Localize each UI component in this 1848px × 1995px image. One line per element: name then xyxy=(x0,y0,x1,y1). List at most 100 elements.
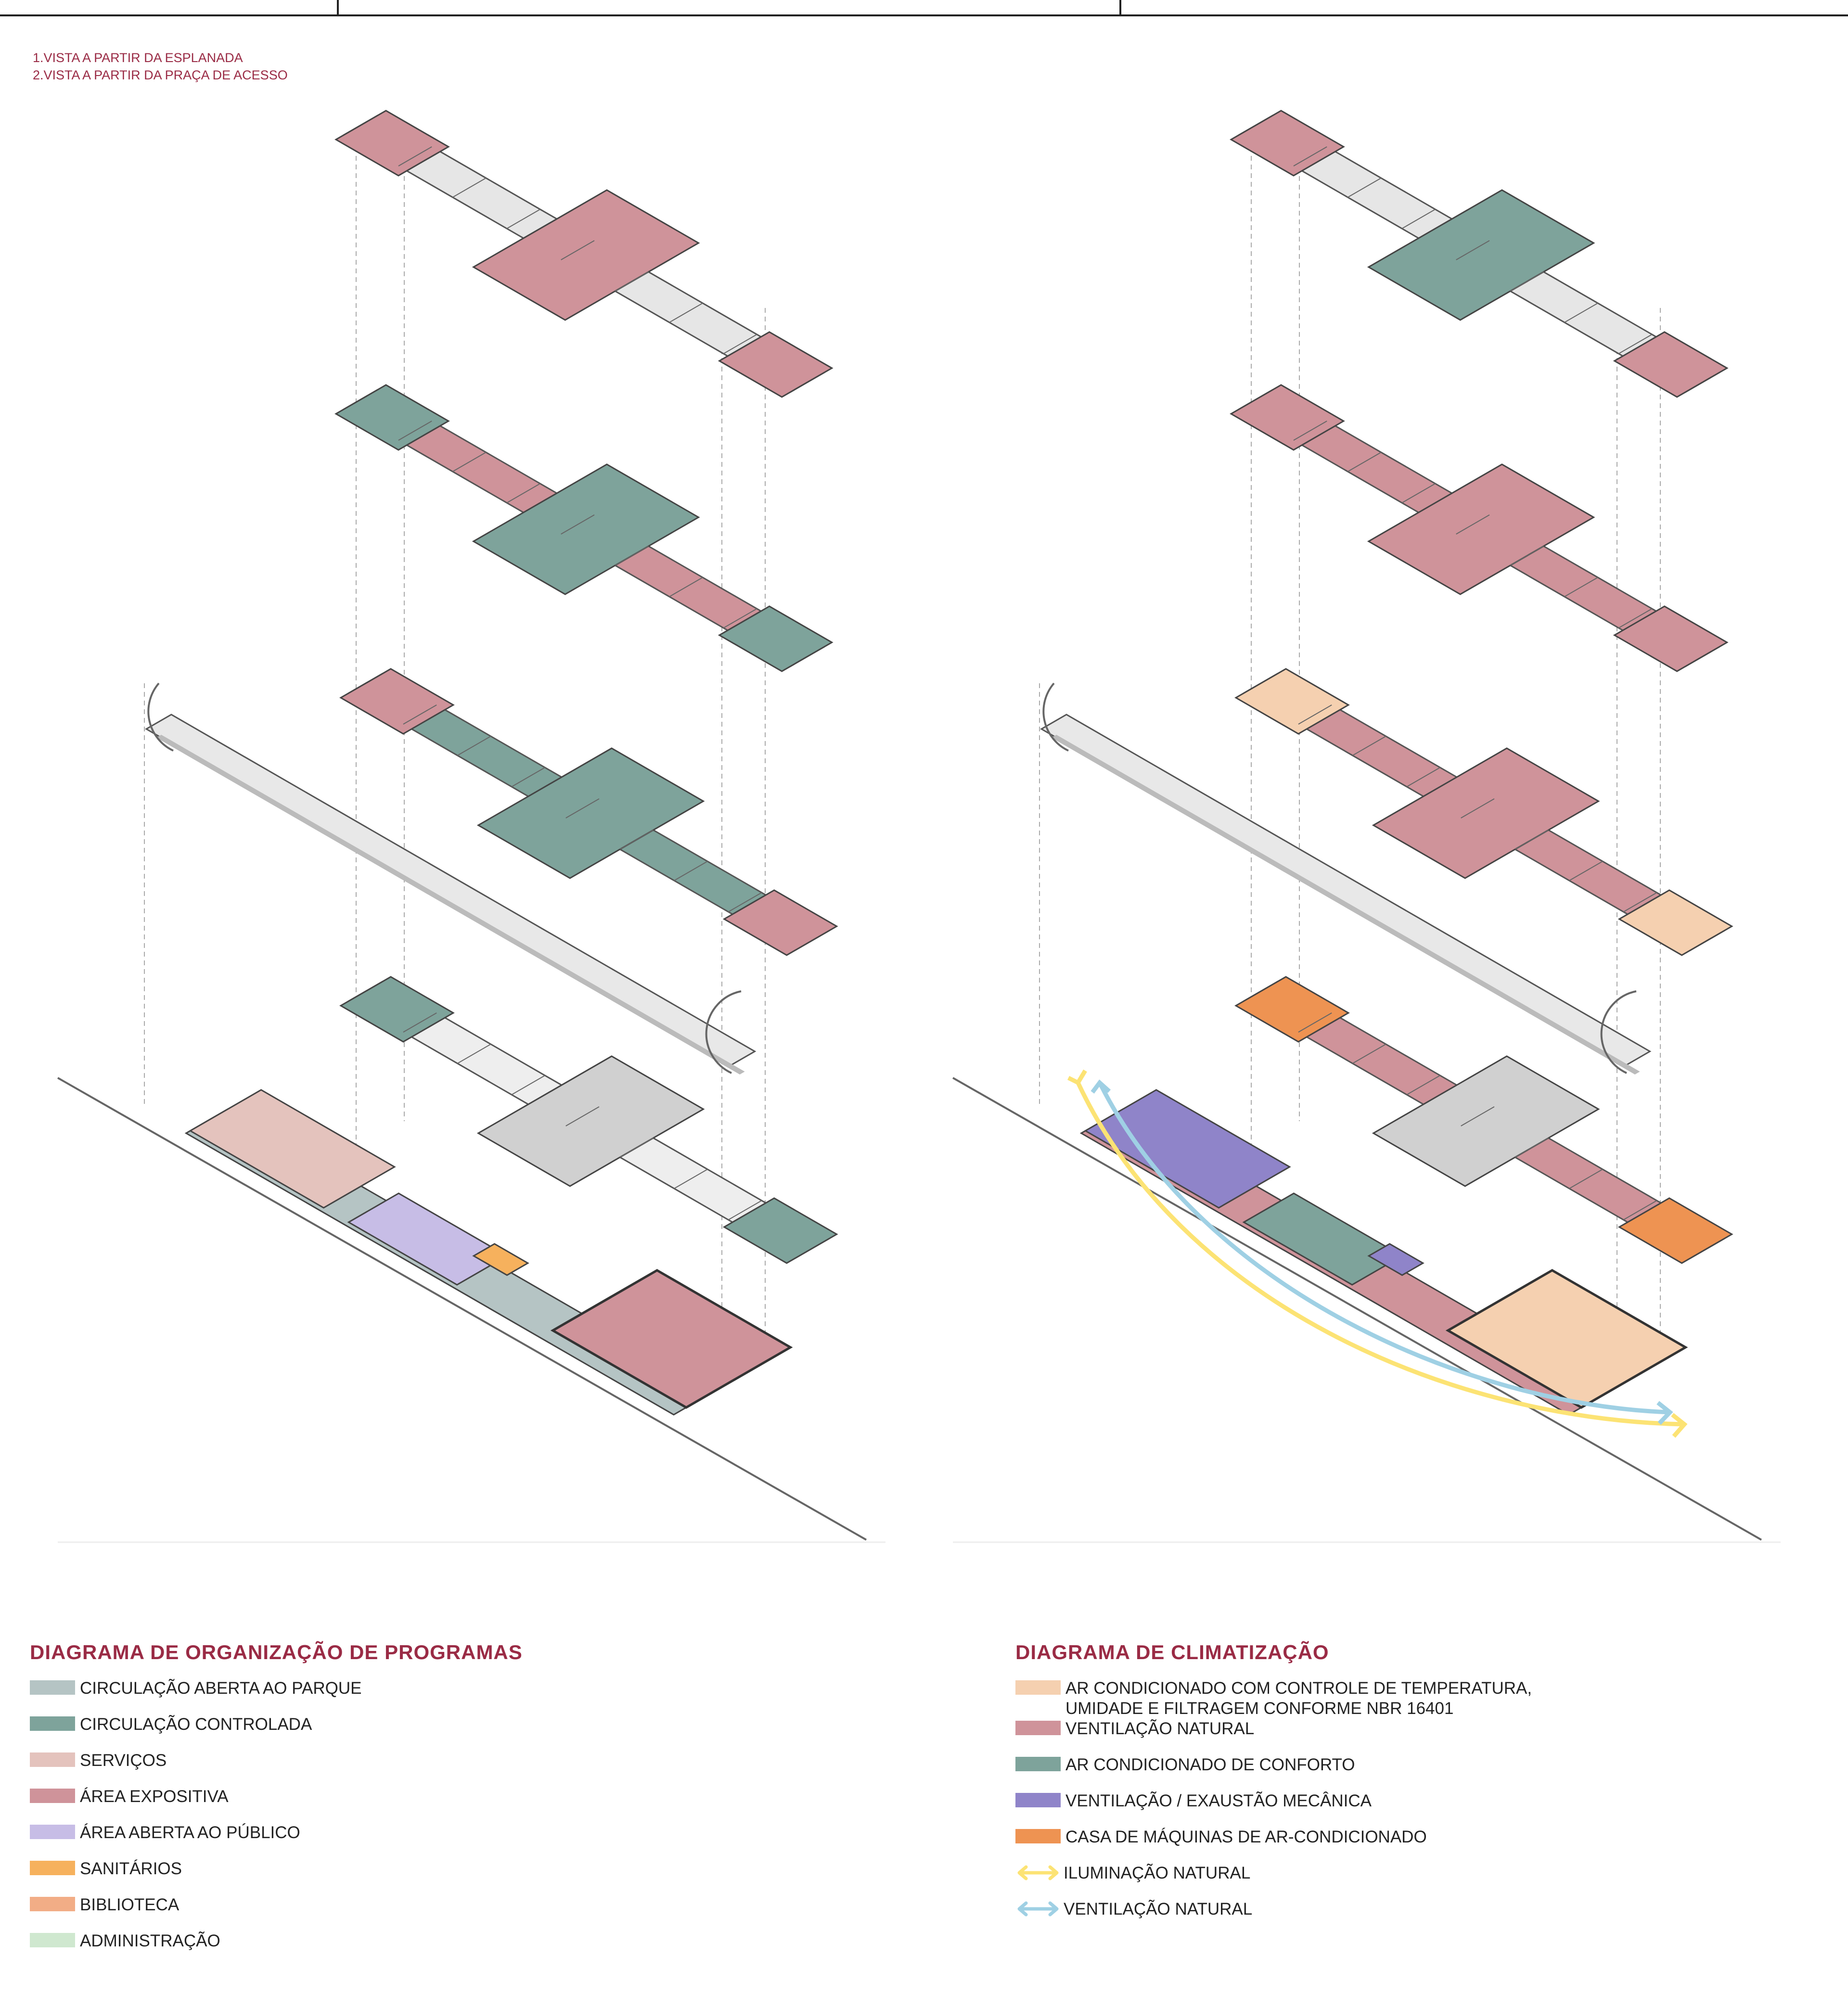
airflow-arrows xyxy=(1067,1069,1688,1438)
basement-services xyxy=(189,1089,396,1209)
legend-swatch xyxy=(30,1680,75,1695)
room-divider xyxy=(1618,608,1653,628)
room-divider xyxy=(1514,1138,1549,1158)
programs-axonometric xyxy=(57,110,886,1543)
esplanade-edge xyxy=(1051,735,1640,1074)
room-divider xyxy=(1569,1169,1603,1189)
room-divider xyxy=(457,736,491,756)
floor-pavilion xyxy=(722,889,838,956)
legend-swatch xyxy=(30,1716,75,1731)
floor-pavilion xyxy=(1613,605,1729,672)
room-divider xyxy=(561,514,595,535)
axonometric-drawings xyxy=(57,110,1781,1543)
room-divider xyxy=(452,452,487,472)
floor-pavilion xyxy=(1234,668,1350,735)
room-divider xyxy=(619,830,654,850)
room-divider xyxy=(506,209,540,229)
curved-stair xyxy=(1042,682,1069,752)
legend-item: SERVIÇOS xyxy=(30,1751,523,1787)
room-divider xyxy=(1401,483,1436,503)
room-divider xyxy=(1510,546,1544,566)
legend-title: DIAGRAMA DE CLIMATIZAÇÃO xyxy=(1015,1641,1329,1663)
legend-label: VENTILAÇÃO NATURAL xyxy=(1065,1719,1255,1738)
floor-pavilion xyxy=(1613,331,1729,398)
esplanade-edge xyxy=(156,735,745,1074)
room-divider xyxy=(457,1044,491,1064)
legend-item: CASA DE MÁQUINAS DE AR-CONDICIONADO xyxy=(1015,1827,1532,1863)
room-divider xyxy=(1514,830,1549,850)
legend-swatch xyxy=(30,1897,75,1911)
basement-sanitary xyxy=(472,1243,529,1276)
climate-axonometric xyxy=(952,110,1781,1543)
legend-swatch xyxy=(1015,1721,1061,1735)
room-divider xyxy=(1510,271,1544,292)
header-divider xyxy=(1119,0,1121,14)
header-divider xyxy=(337,0,339,14)
legend-item: ADMINISTRAÇÃO xyxy=(30,1931,523,1967)
legend-label: AR CONDICIONADO COM CONTROLE DE TEMPERAT… xyxy=(1065,1679,1532,1718)
header-rule xyxy=(0,0,1848,16)
legend-item: ÁREA ABERTA AO PÚBLICO xyxy=(30,1823,523,1859)
room-divider xyxy=(1618,334,1653,354)
legend-swatch xyxy=(1015,1680,1061,1695)
room-divider xyxy=(565,798,600,818)
floor-center-block xyxy=(476,747,705,879)
floor-center-block xyxy=(472,189,700,321)
legend-programs: DIAGRAMA DE ORGANIZAÇÃO DE PROGRAMAS CIR… xyxy=(30,1641,523,1967)
legend-label: ÁREA EXPOSITIVA xyxy=(80,1787,229,1806)
legend-label: CASA DE MÁQUINAS DE AR-CONDICIONADO xyxy=(1065,1828,1427,1846)
room-divider xyxy=(1461,1106,1495,1126)
legend-item: VENTILAÇÃO / EXAUSTÃO MECÂNICA xyxy=(1015,1791,1532,1827)
floor-pavilion xyxy=(339,668,455,735)
arrow-head xyxy=(1091,1079,1111,1094)
legend-label: CIRCULAÇÃO CONTROLADA xyxy=(80,1715,312,1734)
room-divider xyxy=(1406,767,1440,787)
floor-center-block xyxy=(1367,189,1595,321)
double-arrow-icon xyxy=(1017,1865,1059,1880)
legend-title: DIAGRAMA DE ORGANIZAÇÃO DE PROGRAMAS xyxy=(30,1641,523,1663)
legend-label: SANITÁRIOS xyxy=(80,1859,182,1878)
legend-swatch xyxy=(30,1825,75,1839)
floor-pavilion xyxy=(1230,384,1345,451)
room-divider xyxy=(1348,452,1382,472)
legend-label: ILUMINAÇÃO NATURAL xyxy=(1064,1864,1251,1882)
legend-label: VENTILAÇÃO NATURAL xyxy=(1064,1900,1253,1918)
arrow-head xyxy=(1671,1413,1688,1438)
room-divider xyxy=(1623,1200,1657,1220)
room-divider xyxy=(1293,421,1327,441)
room-divider xyxy=(561,240,595,260)
ground-line xyxy=(57,1077,867,1541)
room-divider xyxy=(1456,514,1490,535)
room-divider xyxy=(511,1075,545,1095)
room-divider xyxy=(398,146,432,166)
room-divider xyxy=(723,334,757,354)
floor-pavilion xyxy=(1230,110,1345,177)
arrow-head xyxy=(1656,1401,1673,1425)
legend-item: SANITÁRIOS xyxy=(30,1859,523,1895)
room-divider xyxy=(674,861,708,881)
room-divider xyxy=(452,178,487,198)
room-divider xyxy=(615,271,649,292)
curved-stair xyxy=(1600,990,1637,1074)
view-list: 1.VISTA A PARTIR DA ESPLANADA 2.VISTA A … xyxy=(33,49,288,84)
legend-label: BIBLIOTECA xyxy=(80,1895,180,1914)
legend-label: CIRCULAÇÃO ABERTA AO PARQUE xyxy=(80,1679,362,1698)
room-divider xyxy=(511,767,545,787)
legend-swatch xyxy=(30,1861,75,1875)
legend-item: AR CONDICIONADO DE CONFORTO xyxy=(1015,1755,1532,1791)
floor-center-block xyxy=(476,1055,705,1187)
curved-stair xyxy=(147,682,174,752)
room-divider xyxy=(669,303,703,323)
natural-ventilation-arrow xyxy=(1097,1081,1670,1415)
floor-pavilion xyxy=(1617,1197,1733,1264)
room-divider xyxy=(506,483,540,503)
room-divider xyxy=(1461,798,1495,818)
room-divider xyxy=(619,1138,654,1158)
room-divider xyxy=(1348,178,1382,198)
legend-climate: DIAGRAMA DE CLIMATIZAÇÃO AR CONDICIONADO… xyxy=(1015,1641,1532,1935)
basement-services xyxy=(1084,1089,1291,1209)
legend-item: CIRCULAÇÃO CONTROLADA xyxy=(30,1714,523,1751)
floor-pavilion xyxy=(339,976,455,1043)
curved-stair xyxy=(705,990,742,1074)
legend-label: SERVIÇOS xyxy=(80,1751,167,1770)
